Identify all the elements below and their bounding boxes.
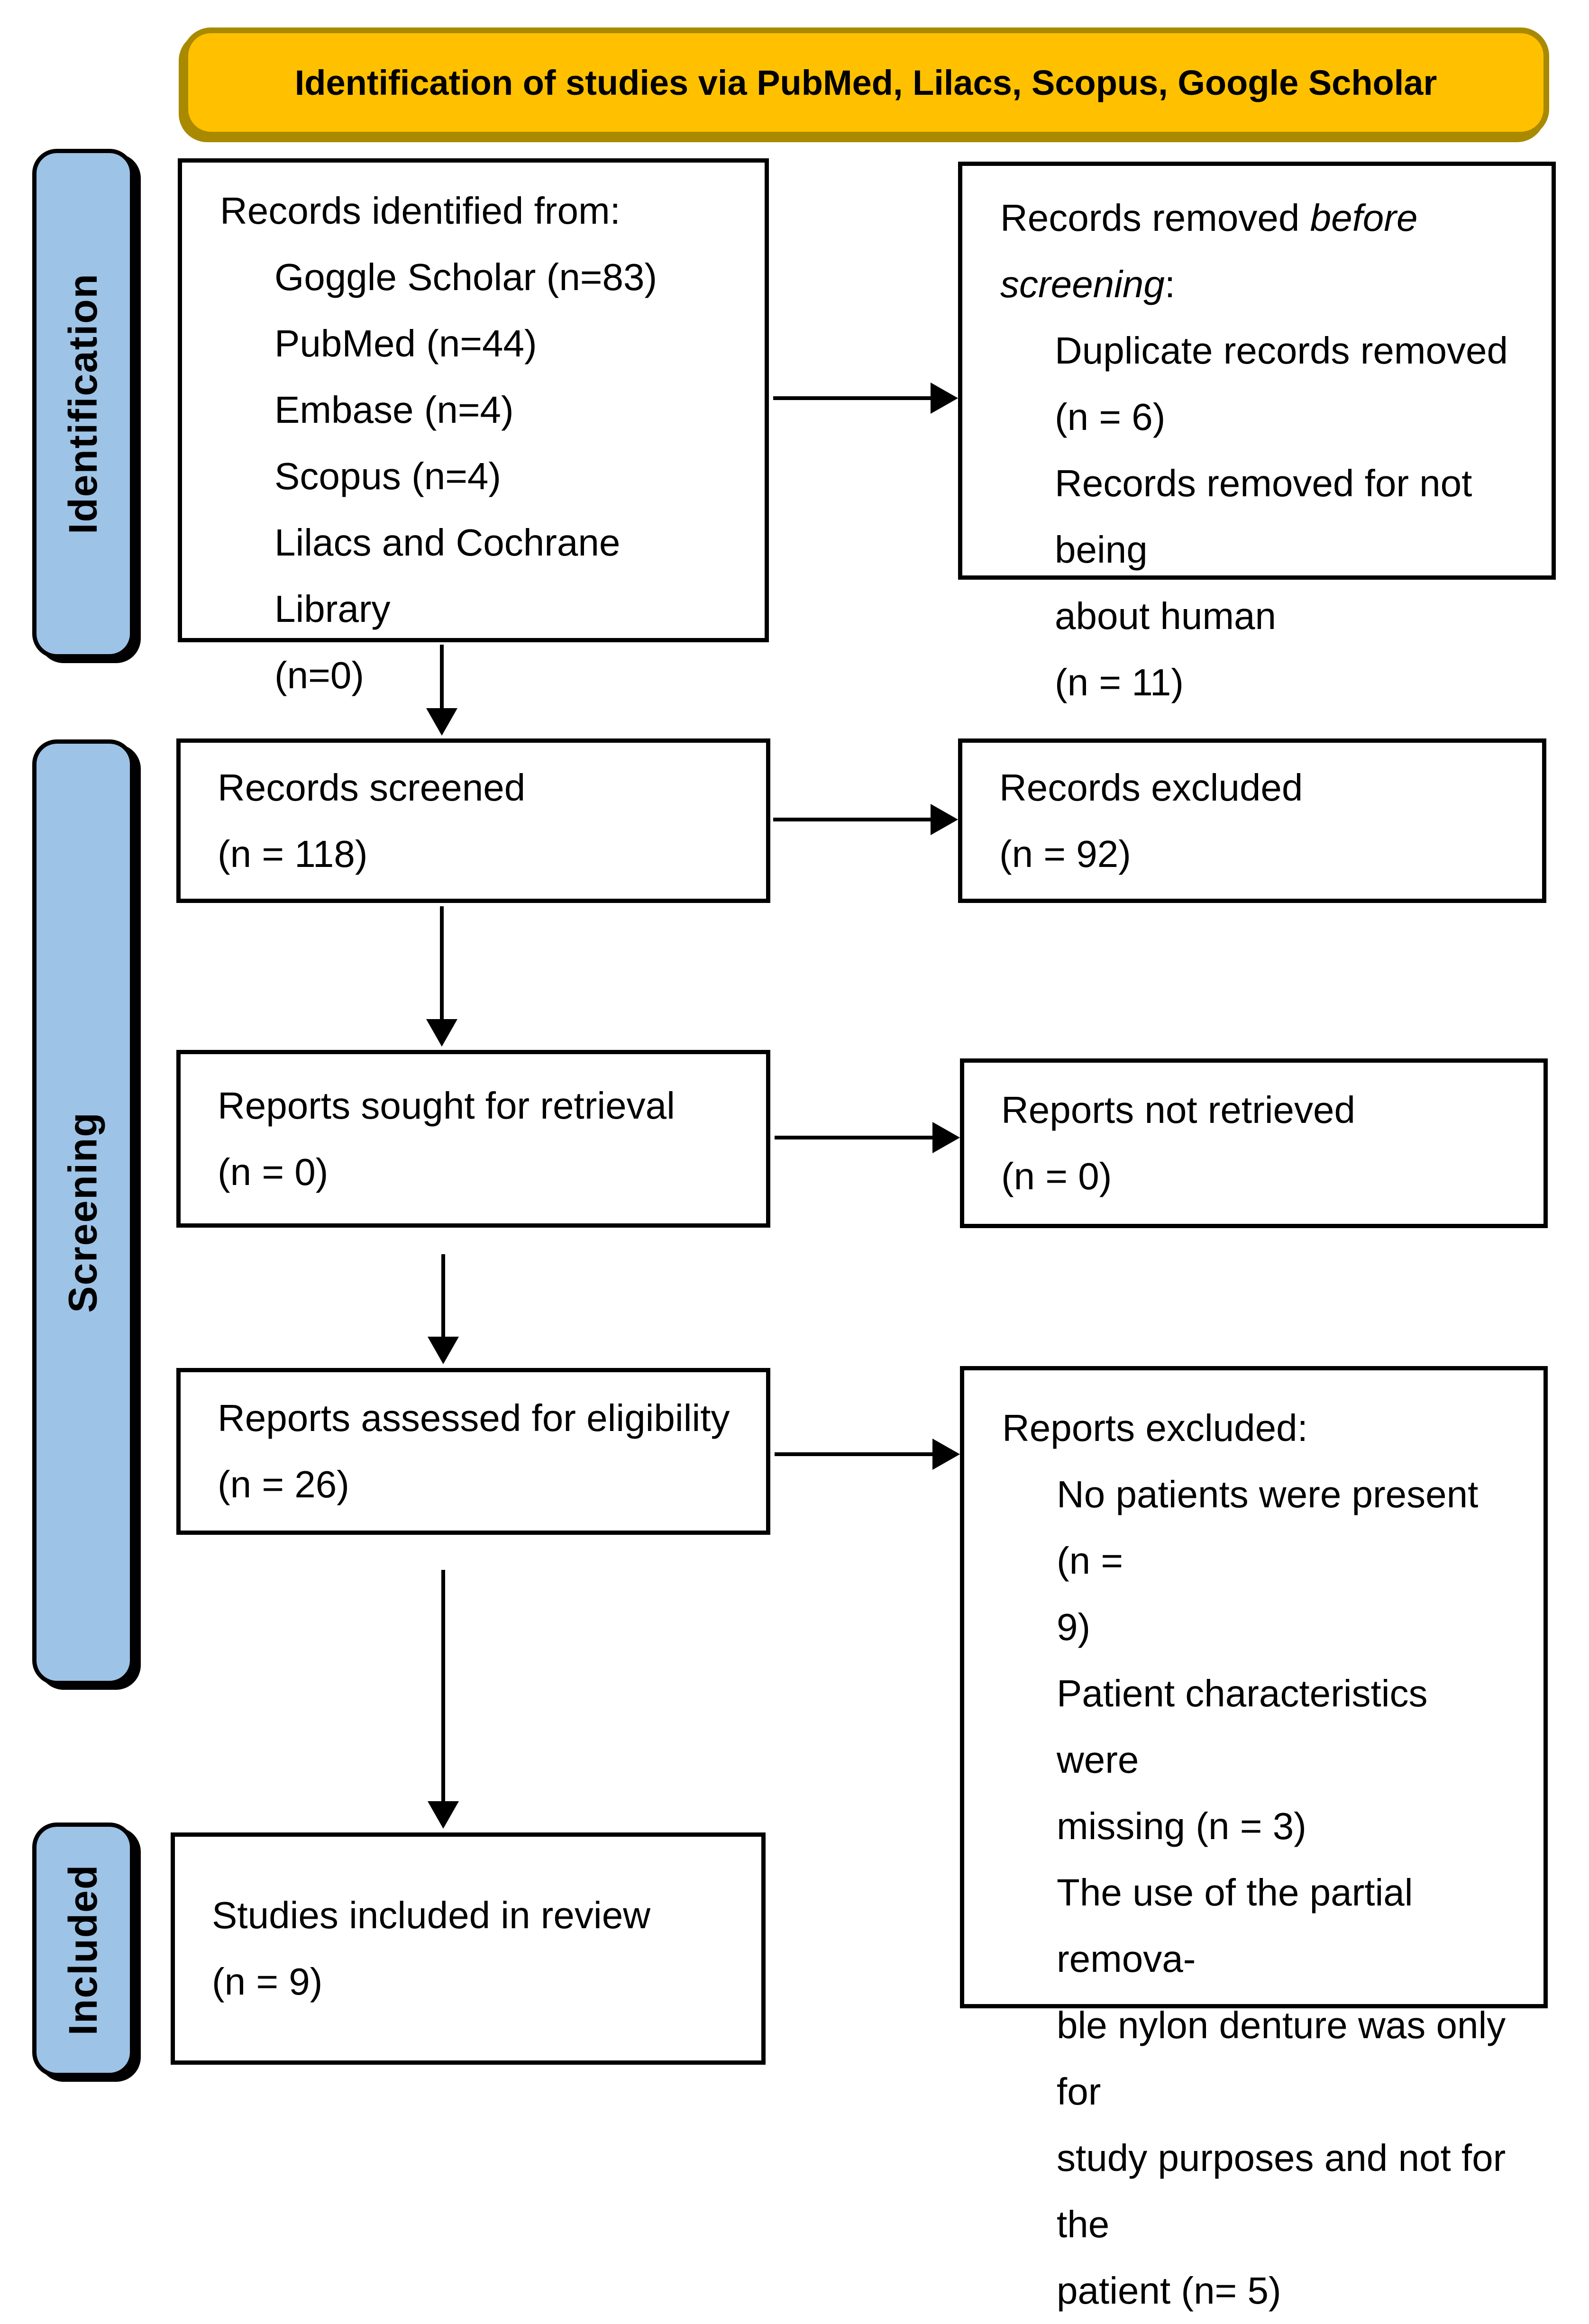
box-records-screened: Records screened (n = 118) <box>176 738 770 903</box>
stage-identification: Identification <box>32 149 134 658</box>
records-excluded-text: Records excluded (n = 92) <box>999 766 1303 875</box>
records-removed-heading-italic: before screening <box>1000 197 1418 305</box>
arrow-screened-to-excluded <box>773 803 958 836</box>
reports-excluded-heading: Reports excluded: <box>1002 1407 1308 1449</box>
records-removed-heading-suffix: : <box>1164 263 1176 305</box>
arrow-assessed-to-included <box>427 1570 459 1829</box>
stage-screening: Screening <box>32 739 134 1685</box>
box-reports-not-retrieved: Reports not retrieved (n = 0) <box>960 1058 1548 1228</box>
arrow-stem <box>441 1254 445 1337</box>
records-removed-heading-prefix: Records removed <box>1000 197 1310 239</box>
arrow-stem <box>441 1570 445 1801</box>
arrowhead-down-icon <box>428 1337 459 1364</box>
arrow-sought-to-assessed <box>427 1254 459 1364</box>
stage-identification-label: Identification <box>61 273 106 534</box>
arrowhead-down-icon <box>426 1019 457 1047</box>
arrow-stem <box>773 396 931 400</box>
arrow-sought-to-not-retrieved <box>775 1121 960 1154</box>
arrow-assessed-to-reports-excluded <box>775 1438 960 1470</box>
arrow-stem <box>775 1452 932 1456</box>
box-studies-included: Studies included in review (n = 9) <box>171 1832 766 2065</box>
arrow-stem <box>775 1136 932 1139</box>
studies-included-text: Studies included in review (n = 9) <box>212 1894 650 2003</box>
box-reports-assessed: Reports assessed for eligibility (n = 26… <box>176 1368 770 1535</box>
reports-not-retrieved-text: Reports not retrieved (n = 0) <box>1001 1089 1356 1197</box>
box-reports-sought: Reports sought for retrieval (n = 0) <box>176 1050 770 1228</box>
box-records-excluded: Records excluded (n = 92) <box>958 738 1546 903</box>
records-removed-reasons: Duplicate records removed (n = 6) Record… <box>1055 329 1508 703</box>
stage-screening-label: Screening <box>61 1112 106 1313</box>
box-records-identified: Records identified from: Goggle Scholar … <box>178 158 769 696</box>
diagram-title: Identification of studies via PubMed, Li… <box>294 63 1437 102</box>
arrow-identified-to-screened <box>426 645 458 736</box>
arrowhead-right-icon <box>931 804 958 835</box>
records-identified-sources: Goggle Scholar (n=83) PubMed (n=44) Emba… <box>274 256 658 696</box>
arrowhead-down-icon <box>426 708 457 736</box>
arrow-identified-to-removed <box>773 382 958 414</box>
arrow-screened-to-sought <box>426 906 458 1047</box>
arrow-stem <box>440 645 444 708</box>
box-records-removed: Records removed before screening: Duplic… <box>958 162 1556 703</box>
prisma-flow-diagram: Identification of studies via PubMed, Li… <box>32 27 1556 2312</box>
stage-included: Included <box>32 1823 134 2077</box>
arrowhead-right-icon <box>931 383 958 414</box>
reports-assessed-text: Reports assessed for eligibility (n = 26… <box>218 1397 730 1505</box>
box-reports-excluded: Reports excluded: No patients were prese… <box>960 1366 1548 2312</box>
arrow-stem <box>440 906 444 1019</box>
reports-excluded-reasons: No patients were present (n = 9) Patient… <box>1057 1473 1506 2312</box>
arrowhead-down-icon <box>428 1801 459 1829</box>
arrow-stem <box>773 818 931 821</box>
arrowhead-right-icon <box>932 1439 960 1470</box>
records-removed-heading: Records removed before screening: <box>1000 185 1528 318</box>
title-banner: Identification of studies via PubMed, Li… <box>183 27 1549 137</box>
records-identified-heading: Records identified from: <box>220 190 621 232</box>
reports-sought-text: Reports sought for retrieval (n = 0) <box>218 1084 675 1193</box>
stage-included-label: Included <box>61 1864 106 2036</box>
records-screened-text: Records screened (n = 118) <box>218 766 526 875</box>
arrowhead-right-icon <box>932 1122 960 1153</box>
